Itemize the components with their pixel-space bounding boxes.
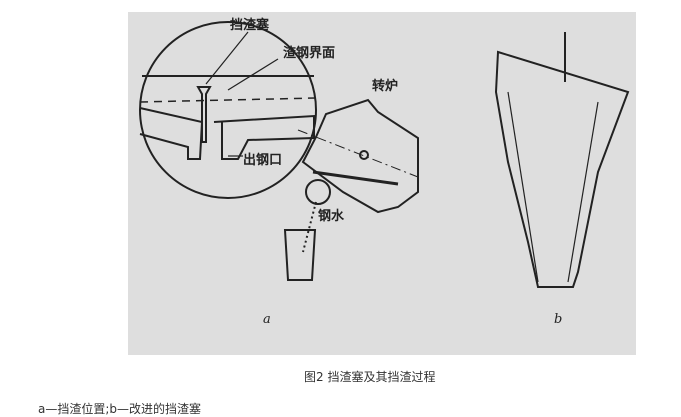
label-converter: 转炉 [372,79,399,94]
label-interface: 渣钢界面 [283,46,336,61]
figure-image: 挡渣塞 渣钢界面 转炉 出钢口 钢水 a b [128,12,636,355]
diagram-drawing [139,21,630,288]
figure-caption: 图2 挡渣塞及其挡渣过程 [304,370,436,384]
label-part-b: b [554,312,563,327]
figure-legend: a—挡渣位置;b—改进的挡渣塞 [38,402,202,416]
label-plug: 挡渣塞 [230,18,270,33]
label-taphole: 出钢口 [243,153,283,168]
label-part-a: a [263,312,271,327]
magnified-circle [139,21,317,199]
label-steel: 钢水 [318,209,345,224]
